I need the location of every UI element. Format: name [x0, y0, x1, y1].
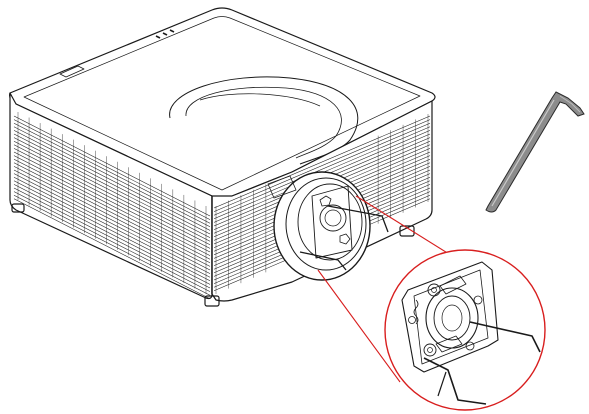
allen-key-highlight [491, 99, 555, 207]
projector-top-bevel [23, 16, 421, 191]
vent-slat-line [13, 137, 211, 238]
detail-circle [384, 249, 546, 411]
lens-mount-gear-side [339, 233, 351, 245]
detail-linkage-top [439, 275, 467, 295]
lens-mount-bore-inner [324, 209, 342, 227]
lens-ring-mid [285, 177, 367, 271]
vent-slat-line [13, 144, 211, 246]
lens-opening [273, 171, 389, 281]
top-indicator-lights [155, 29, 175, 39]
detail-spring-left [413, 299, 419, 325]
detail-screw-lower [465, 341, 475, 351]
allen-key-body [485, 91, 585, 213]
vent-slat-line [13, 198, 211, 300]
vent-slat-line [13, 140, 211, 242]
vent-slat-line [13, 184, 211, 285]
detail-bracket-rim [413, 269, 489, 365]
front-panel-recess [267, 175, 297, 199]
vent-slat-line [13, 158, 211, 260]
vent-slat-line [13, 162, 211, 264]
callout-line-lower [317, 269, 401, 383]
vent-slat-line [13, 133, 211, 235]
vent-slat-line [13, 180, 211, 282]
detail-screw-right [473, 295, 483, 305]
detail-gear-bottom [423, 343, 437, 357]
vent-slat-line [13, 187, 211, 289]
lens-mount-gear-top [319, 195, 332, 207]
detail-bore-inner [433, 295, 471, 341]
vent-slat-line [13, 169, 211, 271]
vent-slat-line [213, 122, 431, 216]
vent-slat-line [13, 173, 211, 274]
lens-ring-outer [273, 171, 371, 281]
vent-slat-line [13, 148, 211, 249]
top-vent-left [59, 65, 85, 78]
detail-screw-left [408, 316, 416, 324]
vent-slat-line [213, 119, 431, 212]
detail-gear-top-hub [431, 287, 437, 293]
detail-linkage-bottom [435, 335, 463, 353]
lens-ring-inner [297, 183, 363, 261]
foot-front-left [204, 295, 220, 307]
vent-slat-line [13, 130, 211, 231]
right-vent-ribs [215, 114, 429, 294]
detail-hex-key-upper [469, 321, 541, 353]
allen-key [485, 91, 585, 213]
detail-hex-key-lower [423, 357, 487, 405]
allen-key-bend-highlight [559, 95, 581, 113]
hex-key-upper [327, 205, 389, 233]
lens-mount-bore [319, 204, 347, 232]
detail-bore-core [441, 304, 463, 332]
vent-slat-line [13, 151, 211, 253]
lens-mount-bracket [311, 185, 353, 259]
foot-left [11, 203, 25, 213]
vent-slat-line [213, 115, 431, 209]
vent-slat-line [13, 194, 211, 296]
detail-hex-key-lower-tail [437, 371, 447, 397]
foot-right [399, 225, 415, 237]
vent-slat-line [13, 119, 211, 220]
projector-body [9, 7, 436, 307]
detail-gear-bottom-hub [427, 347, 433, 353]
detail-bracket-plate [401, 261, 499, 373]
vent-slat-line [13, 176, 211, 278]
detail-gear-top [427, 283, 441, 297]
vent-slat-line [13, 115, 211, 217]
vent-slat-line [13, 126, 211, 228]
magnified-detail [384, 249, 546, 411]
vent-slat-line [13, 122, 211, 224]
vent-slat-line [13, 191, 211, 292]
left-vent-ribs [17, 112, 207, 294]
left-vent-slats [13, 115, 211, 300]
hex-key-lower [299, 251, 347, 271]
vent-slat-line [13, 155, 211, 256]
vent-slat-line [13, 166, 211, 267]
detail-mechanism [401, 261, 541, 405]
lid-oval-swoosh-ridge [199, 93, 321, 107]
lid-oval-swoosh-inner [185, 86, 342, 159]
